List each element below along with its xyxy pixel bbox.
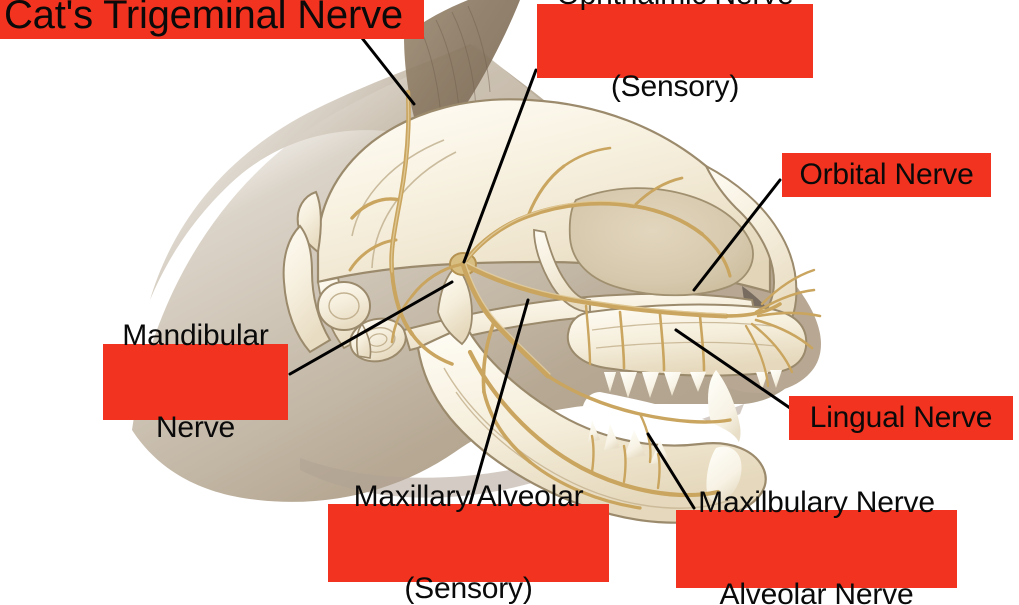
maxilbulary-alveolar-nerve-label: Maxilbulary Nerve Alveolar Nerve <box>676 487 957 605</box>
orbital-nerve-label: Orbital Nerve <box>782 153 991 197</box>
leader-line-maxillary <box>468 298 530 506</box>
ophthalmic-nerve-label: Ophthalmic Nerve (Sensory) <box>537 0 813 101</box>
mandibular-line-1: Mandibular <box>122 318 269 352</box>
maxillary-alveolar-label-text: Maxillary Alveolar (Sensory) <box>354 421 584 605</box>
ophthalmic-line-2: (Sensory) <box>610 69 740 103</box>
lingual-nerve-label: Lingual Nerve <box>789 396 1013 440</box>
lingual-nerve-label-text: Lingual Nerve <box>809 400 993 434</box>
maxilbulary-line-1: Maxilbulary Nerve <box>698 485 935 519</box>
leader-line-orbital <box>692 178 782 292</box>
leader-line-maxilbulary <box>646 432 696 510</box>
maxilbulary-line-2: Alveolar Nerve <box>719 577 914 605</box>
leader-lines <box>288 36 792 510</box>
orbital-nerve-label-text: Orbital Nerve <box>799 157 974 191</box>
mandibular-nerve-label: Mandibular Nerve <box>103 320 288 442</box>
maxillary-line-2: (Sensory) <box>404 571 533 605</box>
ophthalmic-nerve-label-text: Ophthalmic Nerve (Sensory) <box>557 0 794 163</box>
leader-line-lingual <box>674 328 792 410</box>
title-label-text: Cat's Trigeminal Nerve <box>4 0 403 37</box>
leader-line-mandibular <box>288 280 454 376</box>
mandibular-line-2: Nerve <box>155 410 235 444</box>
maxillary-alveolar-label: Maxillary Alveolar (Sensory) <box>328 481 609 603</box>
cat-skull <box>282 89 822 524</box>
maxillary-line-1: Maxillary Alveolar <box>353 479 584 513</box>
maxilbulary-alveolar-nerve-label-text: Maxilbulary Nerve Alveolar Nerve <box>698 427 935 605</box>
trigeminal-nerve-branches <box>348 89 822 510</box>
mandibular-nerve-label-text: Mandibular Nerve <box>122 260 269 505</box>
title-label: Cat's Trigeminal Nerve <box>0 0 424 39</box>
leader-line-ophthalmic <box>462 68 538 264</box>
lower-teeth <box>588 420 742 502</box>
ophthalmic-line-1: Ophthalmic Nerve <box>557 0 794 10</box>
leader-line-title <box>360 36 416 106</box>
